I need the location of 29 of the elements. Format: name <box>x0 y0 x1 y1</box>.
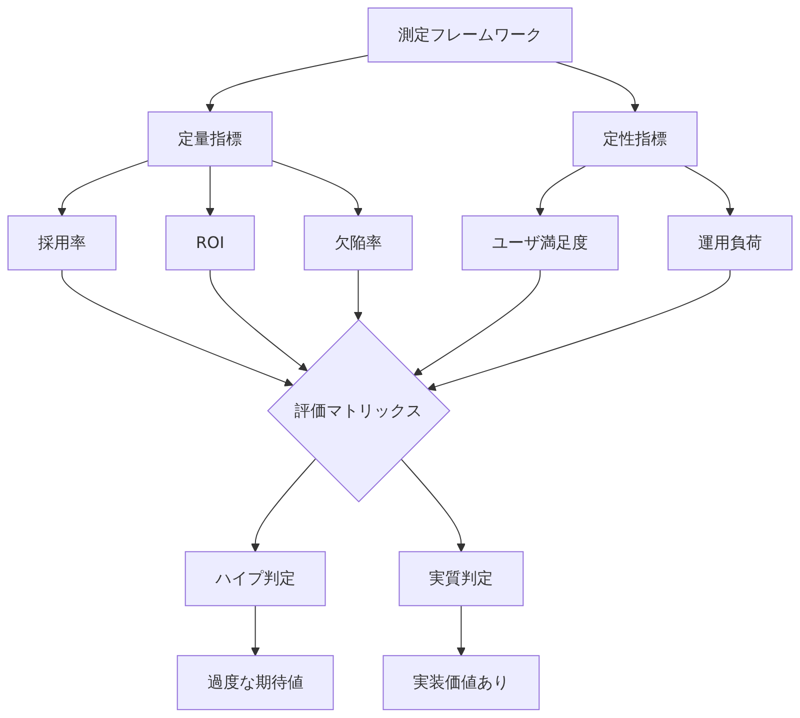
arrow <box>61 270 294 387</box>
arrow <box>536 166 586 216</box>
arrow <box>400 458 466 552</box>
arrow <box>250 605 260 656</box>
arrow <box>58 160 149 216</box>
arrow <box>272 160 363 216</box>
arrow <box>210 270 308 372</box>
arrow <box>413 270 541 376</box>
node-box: 過度な期待値 <box>176 655 334 710</box>
node-box: 定量指標 <box>148 112 273 167</box>
node-box: ROI <box>165 216 255 271</box>
arrow <box>427 270 731 392</box>
arrow <box>555 62 640 113</box>
arrow <box>456 605 466 656</box>
arrow <box>250 458 316 552</box>
node-box: 採用率 <box>8 216 116 271</box>
arrow <box>206 166 214 216</box>
arrow <box>684 166 734 216</box>
arrow <box>206 55 369 113</box>
node-box: 実装価値あり <box>382 655 540 710</box>
node-box: 定性指標 <box>572 112 698 167</box>
node-box: ハイプ判定 <box>184 551 326 606</box>
node-box: 運用負荷 <box>668 216 792 271</box>
arrow <box>354 270 363 320</box>
node-box: 実質判定 <box>398 551 524 606</box>
node-box: 欠陥率 <box>304 216 413 271</box>
node-box: ユーザ満足度 <box>462 216 619 271</box>
node-box: 測定フレームワーク <box>368 8 572 63</box>
node-diamond: 評価マトリックス <box>267 319 450 503</box>
